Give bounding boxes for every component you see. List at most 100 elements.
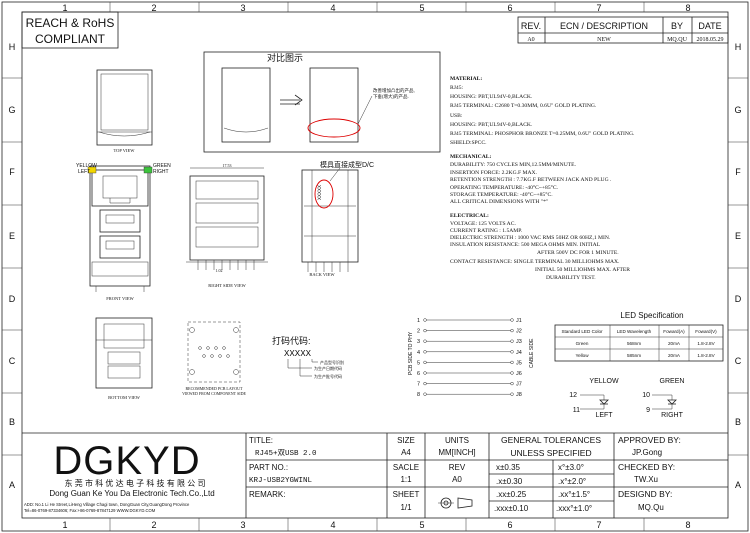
approved-label: APPROVED BY: (618, 435, 681, 445)
projection-symbol (438, 497, 473, 509)
jack-terminal (423, 371, 427, 375)
jack-terminal (510, 318, 514, 322)
electrical-contact-2: INITIAL 50 MILLIOHMS MAX. AFTER (535, 267, 630, 273)
front-view-drawing (87, 165, 153, 292)
compare-note-1: 改善增加凸出的产品, (373, 87, 415, 94)
jack-terminal (510, 360, 514, 365)
jack-pin-number: 5 (417, 360, 420, 366)
electrical-insulation-2: AFTER 500V DC FOR 1 MINUTE. (537, 250, 619, 256)
led-right-indicator (143, 166, 153, 174)
jack-terminal (510, 392, 514, 396)
led-cell: 20mA (668, 341, 681, 346)
back-view-label: BACK VIEW (309, 272, 335, 277)
col-label: 1 (62, 3, 67, 13)
jack-terminal (423, 339, 427, 343)
row-label: A (9, 480, 15, 490)
led-yellow-label: YELLOW (76, 163, 97, 169)
led-cell: 568nm (627, 341, 641, 346)
col-label: 6 (507, 520, 512, 530)
material-usb-housing: HOUSING: PBT,UL94V-0,BLACK. (450, 122, 533, 128)
tolerance-linear: .xx±0.25 (496, 490, 527, 499)
jack-terminal (423, 381, 427, 386)
led-green-label: GREEN (153, 163, 171, 169)
mold-highlight (314, 179, 334, 209)
row-label: B (9, 417, 15, 427)
mechanical-durability: DURABILITY: 750 CYCLES MIN,12.5MM/MINUTE… (450, 162, 577, 168)
row-label: E (735, 231, 741, 241)
material-rj45-housing: HOUSING: PBT,UL94V-0,BLACK. (450, 94, 533, 100)
col-label: 5 (419, 520, 424, 530)
bottom-view-drawing (95, 317, 153, 389)
inner-border (21, 11, 729, 519)
back-view-drawing (301, 167, 359, 272)
jack-label: J1 (516, 318, 522, 324)
remark-label: REMARK: (249, 490, 285, 499)
jack-terminal (510, 381, 514, 386)
grid-top-labels: 1 2 3 4 5 6 7 8 (62, 3, 690, 13)
rev-col-desc: ECN / DESCRIPTION (560, 21, 648, 31)
rev-value: A0 (527, 37, 534, 43)
code-value: XXXXX (284, 349, 312, 359)
jack-terminal (423, 318, 427, 322)
sheet-label: SHEET (393, 490, 420, 499)
size-label: SIZE (397, 436, 415, 445)
company-contact: Tel=86-0769-87334606; Fax:+86-0769-87847… (24, 508, 156, 513)
electrical-current: CURRENT RATING : 1.5AMP. (450, 228, 523, 234)
led-header: Standard LED Color (561, 329, 603, 334)
row-label: F (9, 167, 15, 177)
title-label: TITLE: (249, 436, 273, 445)
jack-terminal (423, 328, 427, 333)
row-label: C (735, 356, 742, 366)
row-label: G (734, 105, 741, 115)
mechanical-storage: STORAGE TEMPERATURE: -40°C~+85°C. (450, 191, 553, 198)
electrical-contact-3: DURABILITY TEST. (546, 275, 596, 281)
col-label: 4 (330, 520, 335, 530)
tolerance-angular: .xx°±1.5° (558, 490, 590, 499)
led-header: Foward(V) (695, 329, 717, 334)
rev-label: REV (449, 463, 466, 472)
led-cell: 585nm (627, 353, 641, 358)
material-title: MATERIAL: (450, 76, 482, 82)
col-label: 2 (151, 520, 156, 530)
mechanical-critical: ALL CRITICAL DIMENSIONS WITH "*" (450, 199, 548, 205)
led-cell: 1.8-2.8V (697, 341, 715, 346)
tolerance-linear: .xxx±0.10 (494, 504, 529, 513)
col-label: 8 (685, 520, 690, 530)
pcb-layout-label-2: VIEWED FROM COMPONENT SIDE (182, 391, 246, 396)
col-label: 1 (62, 520, 67, 530)
led-cell: 20mA (668, 353, 681, 358)
right-side-view-label: RIGHT SIDE VIEW (208, 283, 246, 288)
revision-table: REV. ECN / DESCRIPTION BY DATE A0 NEW MQ… (517, 16, 729, 44)
cable-side-label: CABLE SIDE (529, 338, 535, 368)
jack-pin-number: 4 (417, 350, 420, 356)
top-view-label: TOP VIEW (113, 148, 135, 153)
col-label: 5 (419, 3, 424, 13)
right-side-view-drawing (186, 167, 268, 270)
jack-pin-number: 8 (417, 392, 420, 398)
units-label: UNITS (445, 436, 469, 445)
col-label: 3 (240, 3, 245, 13)
units-value: MM[INCH] (438, 448, 475, 457)
code-note-3: 为生产批号代码 (314, 373, 342, 379)
material-usb: USB: (450, 113, 463, 119)
jack-terminal (510, 350, 514, 354)
jack-terminal (423, 350, 427, 354)
compare-title: 对比图示 (267, 52, 303, 63)
row-label: D (735, 294, 742, 304)
tolerance-angular: .xxx°±1.0° (556, 504, 592, 513)
row-label: H (9, 42, 16, 52)
design-value: MQ.Qu (638, 503, 664, 512)
jack-label: J8 (516, 392, 522, 398)
rev-value-tb: A0 (452, 475, 462, 484)
electrical-contact-1: CONTACT RESISTANCE: SINGLE TERMINAL 30 M… (450, 259, 620, 265)
code-note-2: 为生产日期代码 (314, 365, 342, 371)
compliance-line-1: REACH & RoHS (26, 16, 115, 30)
jack-pin-number: 6 (417, 371, 420, 377)
sch-yellow: YELLOW (589, 378, 619, 385)
mechanical-title: MECHANICAL: (450, 154, 491, 160)
size-value: A4 (401, 448, 411, 457)
led-left-indicator (87, 166, 97, 174)
code-leaders (287, 359, 318, 377)
